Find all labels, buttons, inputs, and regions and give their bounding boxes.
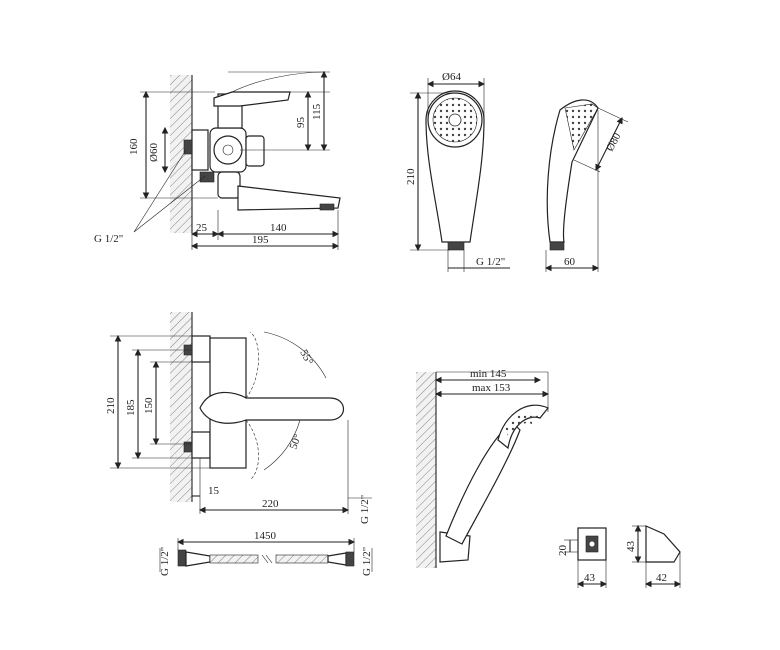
bracket-dim-20-label: 20 — [557, 545, 569, 557]
top-angle-50-label: 50° — [288, 432, 305, 451]
shower-dim-60-label: 60 — [564, 256, 576, 268]
holder-view: min 145 max 153 — [416, 368, 550, 568]
bracket-view: 20 43 43 42 — [557, 524, 682, 588]
top-dim-150-label: 150 — [143, 397, 155, 414]
hose-thread-right-label: G 1/2" — [361, 547, 373, 576]
side-dim-160-label: 160 — [128, 138, 140, 155]
hose-thread-left-label: G 1/2" — [159, 547, 171, 576]
side-dim-140-label: 140 — [270, 222, 287, 234]
wall-hatch-3 — [416, 372, 436, 568]
hose-dim-1450-label: 1450 — [254, 530, 277, 542]
shower-thread-label: G 1/2" — [476, 256, 505, 268]
side-dim-115-label: 115 — [311, 103, 323, 120]
wall-hatch-2 — [170, 312, 192, 502]
bracket-dim-43-height-label: 43 — [625, 541, 637, 553]
top-dim-185-label: 185 — [125, 399, 137, 416]
side-thread-label: G 1/2" — [94, 233, 123, 245]
top-dim-220-label: 220 — [262, 498, 279, 510]
hand-shower-view: Ø64 210 G 1/2" Ø80 60 — [405, 71, 629, 272]
shower-dim-210-label: 210 — [405, 168, 417, 185]
shower-dim-80-label: Ø80 — [604, 131, 624, 154]
side-dim-60-label: Ø60 — [148, 143, 160, 162]
side-dim-25-label: 25 — [196, 222, 208, 234]
top-thread-label: G 1/2" — [359, 495, 371, 524]
side-dim-95-label: 95 — [295, 117, 307, 129]
faucet-side-view: 160 Ø60 95 115 25 140 195 G 1/2" — [94, 70, 341, 250]
bracket-dim-42-label: 42 — [656, 572, 667, 584]
holder-min-label: min 145 — [470, 368, 507, 380]
top-dim-210-label: 210 — [105, 397, 117, 414]
shower-dim-64-label: Ø64 — [442, 71, 461, 83]
wall-hatch — [170, 75, 192, 233]
hose-view: 1450 G 1/2" G 1/2" — [159, 530, 373, 576]
bracket-dim-43-width-label: 43 — [584, 572, 596, 584]
holder-max-label: max 153 — [472, 382, 511, 394]
side-dim-195-label: 195 — [252, 234, 269, 246]
faucet-top-view: 55° 50° 210 185 150 15 220 G 1/2" — [105, 312, 372, 524]
top-angle-55-label: 55° — [297, 348, 315, 367]
top-dim-15-label: 15 — [208, 485, 220, 497]
